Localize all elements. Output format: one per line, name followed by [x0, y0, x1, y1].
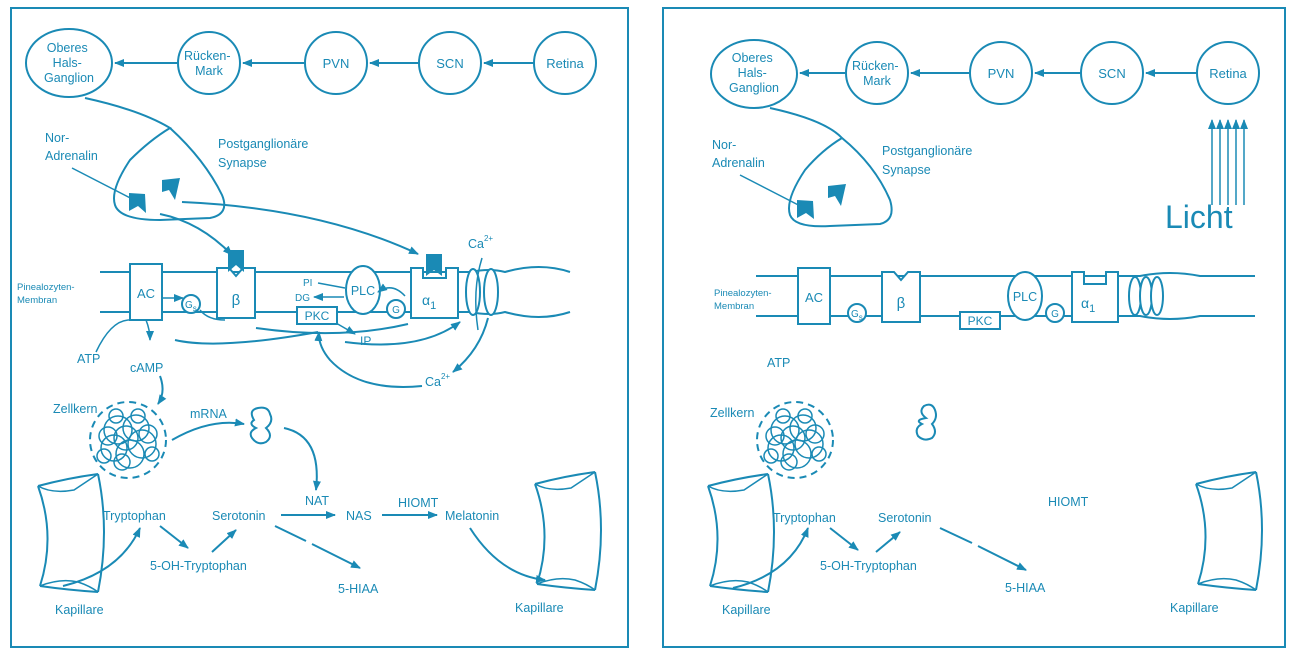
- pvn-label-right: PVN: [988, 66, 1015, 81]
- atp-label: ATP: [77, 352, 100, 366]
- pkc-label-right: PKC: [968, 314, 993, 328]
- rueckenmark-label-right: Rücken- Mark: [852, 59, 902, 88]
- kapillare-right-label: Kapillare: [515, 601, 564, 615]
- arrow-serotonin-hiaa: [312, 544, 360, 568]
- kapillare-left-label-right: Kapillare: [722, 603, 771, 617]
- rueckenmark-node-right: [846, 42, 908, 104]
- kapillare-right-label-right: Kapillare: [1170, 601, 1219, 615]
- light-arrows: [1212, 120, 1244, 205]
- g-label-right: G: [1051, 309, 1059, 320]
- hiomt-label: HIOMT: [398, 496, 439, 510]
- membrane-label: Pinealozyten- Membran: [17, 282, 77, 306]
- serotonin-to-hiaa-line-right: [940, 528, 972, 543]
- retina-label: Retina: [546, 56, 584, 71]
- ribosome-right: [917, 405, 936, 440]
- tryptophan-label-right: Tryptophan: [773, 511, 836, 525]
- arrow-oh-serotonin-right: [876, 532, 900, 552]
- oh-tryptophan-label-right: 5-OH-Tryptophan: [820, 559, 917, 573]
- rueckenmark-node: [178, 32, 240, 94]
- plc-label-right: PLC: [1013, 290, 1037, 304]
- hiaa-label: 5-HIAA: [338, 582, 379, 596]
- nor-adrenalin-pointer: [72, 168, 142, 204]
- nucleus-left: [90, 402, 166, 478]
- beta-label-right: β: [897, 295, 906, 312]
- arrow-to-alpha1: [182, 202, 418, 254]
- arrow-oh-serotonin: [212, 530, 236, 552]
- pkc-label: PKC: [305, 309, 330, 323]
- arrow-ca-influx: [453, 318, 488, 372]
- ca-channel-right: [484, 269, 498, 315]
- right-panel: Oberes Hals- Ganglion Rücken- Mark PVN S…: [663, 8, 1285, 647]
- melatonin-label: Melatonin: [445, 509, 499, 523]
- serotonin-label-right: Serotonin: [878, 511, 932, 525]
- synapse-terminal-right: [770, 108, 892, 226]
- capillary-left-right: [708, 474, 774, 592]
- beta-label: β: [232, 292, 241, 309]
- membrane-upper: [100, 267, 570, 272]
- pkc-to-ac-link: [175, 332, 318, 344]
- mrna-label: mRNA: [190, 407, 227, 421]
- receptor-marker-right-right: [828, 184, 846, 206]
- ip-label: IP: [360, 334, 371, 348]
- ribosome: [251, 408, 272, 444]
- serotonin-to-hiaa-line: [275, 526, 306, 541]
- arrow-serotonin-hiaa-right: [978, 546, 1026, 570]
- scn-label: SCN: [436, 56, 463, 71]
- ac-label-right: AC: [805, 290, 823, 305]
- atp-label-right: ATP: [767, 356, 790, 370]
- oh-tryptophan-label: 5-OH-Tryptophan: [150, 559, 247, 573]
- oberes-ganglion-label: Oberes Hals- Ganglion: [44, 41, 94, 85]
- g-label: G: [392, 305, 400, 316]
- beta-pkc-link: [256, 324, 408, 333]
- camp-label: cAMP: [130, 361, 163, 375]
- ca-bottom-label: Ca2+: [425, 372, 450, 389]
- arrow-mrna-ribosome: [172, 423, 244, 440]
- tryptophan-label: Tryptophan: [103, 509, 166, 523]
- nas-label: NAS: [346, 509, 372, 523]
- zellkern-label: Zellkern: [53, 402, 98, 416]
- atp-to-ac-line: [96, 320, 132, 352]
- nat-label: NAT: [305, 494, 329, 508]
- nucleus-right: [757, 402, 833, 478]
- hiaa-label-right: 5-HIAA: [1005, 581, 1046, 595]
- pi-line: [318, 283, 345, 288]
- hiomt-label-right: HIOMT: [1048, 495, 1089, 509]
- membrane-label-right: Pinealozyten- Membran: [714, 288, 774, 312]
- retina-label-right: Retina: [1209, 66, 1247, 81]
- capillary-right-right: [1196, 472, 1262, 590]
- nor-adrenalin-label-right: Nor- Adrenalin: [712, 138, 765, 170]
- arrow-tryptophan-oh-right: [830, 528, 858, 550]
- receptor-marker-left: [129, 193, 146, 213]
- synapse-label-right: Postganglionäre Synapse: [882, 144, 976, 177]
- capillary-right: [535, 472, 601, 590]
- pvn-label: PVN: [323, 56, 350, 71]
- zellkern-label-right: Zellkern: [710, 406, 755, 420]
- arrow-melatonin-capillary: [470, 528, 545, 580]
- nor-adrenalin-label: Nor- Adrenalin: [45, 131, 98, 163]
- pi-label: PI: [303, 278, 312, 289]
- kapillare-left-label: Kapillare: [55, 603, 104, 617]
- beta-ligand: [228, 250, 244, 272]
- oberes-ganglion-label-right: Oberes Hals- Ganglion: [729, 51, 779, 95]
- scn-label-right: SCN: [1098, 66, 1125, 81]
- arrow-g-plc: [378, 288, 405, 296]
- ac-label: AC: [137, 286, 155, 301]
- rueckenmark-label: Rücken- Mark: [184, 49, 234, 78]
- serotonin-label: Serotonin: [212, 509, 266, 523]
- left-panel: Oberes Hals- Ganglion Rücken- Mark PVN S…: [11, 8, 628, 647]
- ca-channel-3-right: [1151, 277, 1163, 315]
- arrow-camp-nucleus: [158, 376, 163, 404]
- ca-top-label: Ca2+: [468, 234, 493, 251]
- arrow-ac-camp: [146, 320, 150, 340]
- arrow-ribosome-nat: [284, 428, 317, 490]
- dg-label: DG: [295, 293, 310, 304]
- synapse-terminal: [85, 98, 224, 220]
- receptor-marker-right: [162, 178, 180, 200]
- arrow-tryptophan-oh: [160, 526, 188, 548]
- synapse-label: Postganglionäre Synapse: [218, 137, 312, 170]
- licht-label: Licht: [1165, 199, 1233, 235]
- plc-label: PLC: [351, 284, 375, 298]
